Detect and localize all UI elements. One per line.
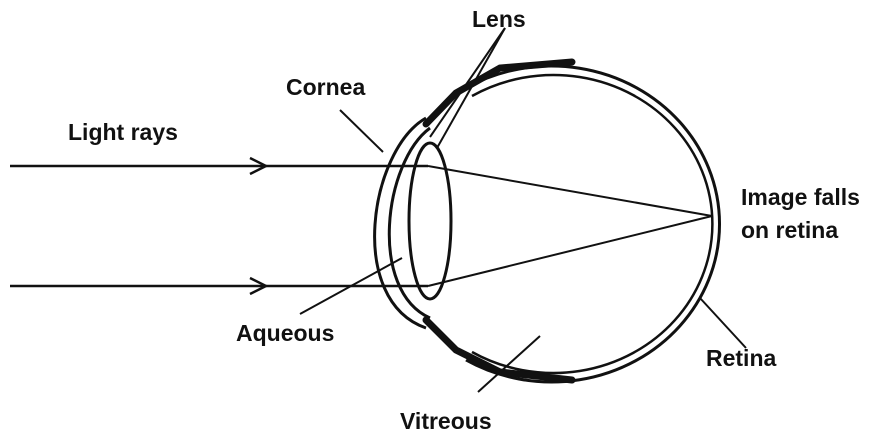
refracted-ray-upper: [428, 166, 712, 216]
label-light-rays: Light rays: [68, 119, 178, 145]
label-retina: Retina: [706, 345, 776, 371]
label-cornea: Cornea: [286, 74, 365, 100]
refracted-ray-lower: [428, 216, 712, 286]
cornea-leader-line: [340, 110, 383, 152]
lens-leader-line: [437, 28, 505, 148]
label-lens: Lens: [472, 6, 526, 32]
cornea-outer: [375, 118, 426, 328]
label-aqueous: Aqueous: [236, 320, 334, 346]
label-on-retina: on retina: [741, 217, 838, 243]
label-image-falls: Image falls: [741, 184, 860, 210]
sclera-lower: [426, 320, 572, 380]
lens-leader-line-2: [430, 28, 505, 137]
label-vitreous: Vitreous: [400, 408, 492, 434]
retina-leader-line: [700, 298, 746, 348]
sclera-upper: [426, 62, 572, 124]
